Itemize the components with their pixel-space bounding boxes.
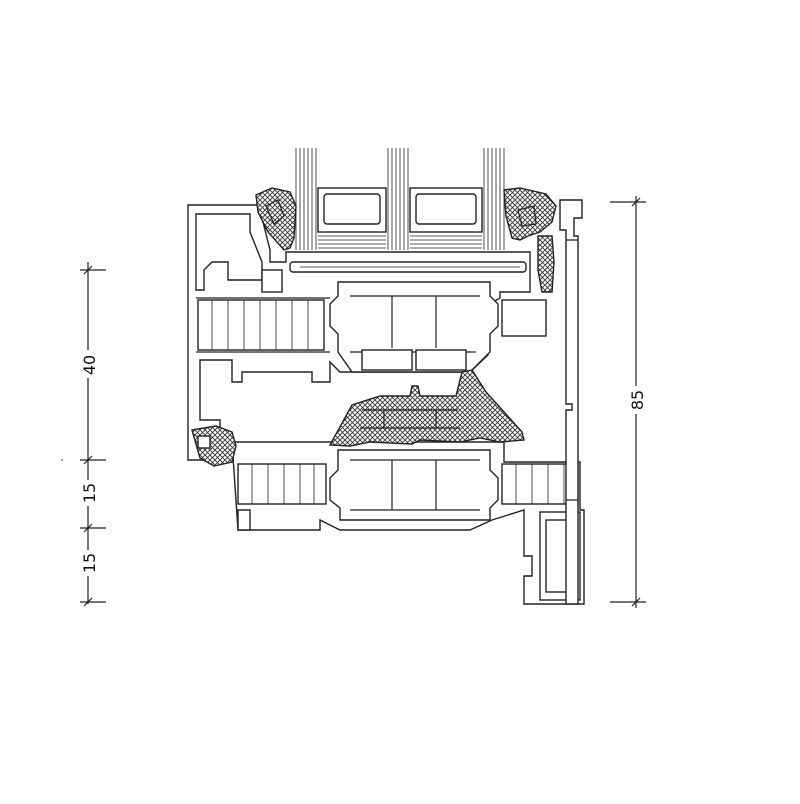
glazing-unit	[295, 148, 505, 250]
sash-profile	[187, 204, 547, 461]
outer-frame-leg	[559, 199, 583, 605]
dimension-label-15-upper: 15	[80, 483, 99, 503]
dimension-label-40: 40	[80, 355, 99, 375]
frame-profile	[231, 441, 585, 605]
dimension-right: 85	[610, 196, 647, 608]
dimension-label-85: 85	[628, 390, 647, 410]
stray-mark	[61, 459, 63, 461]
dimension-left: 40 15 15	[78, 262, 106, 607]
gaskets	[191, 187, 557, 467]
dimension-label-15-lower: 15	[80, 553, 99, 573]
